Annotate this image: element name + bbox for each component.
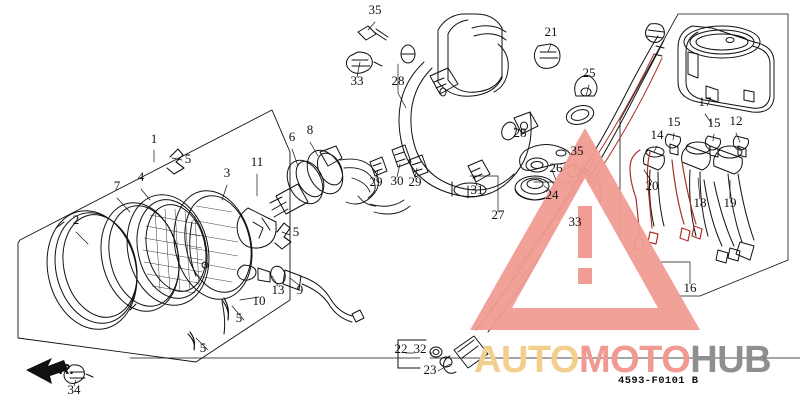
callout-meter-bulb: 15 [668, 114, 681, 129]
drawing-number: 4593-F0101 B [618, 375, 699, 387]
callout-headlight-adjust-screw: 33 [351, 73, 364, 88]
callout-wire-clip: 29 [409, 174, 422, 189]
bulb-socket-part-6-8 [286, 145, 344, 205]
cable-clamp-part-25 [565, 74, 598, 125]
callout-meter-bulb: 15 [708, 115, 721, 130]
headlight-bulb-part-11 [236, 183, 309, 249]
callout-speedometer-cable-group: 22 [395, 341, 408, 356]
callout-indicator-socket: 19 [724, 195, 737, 210]
mount-bolt-part-34 [63, 364, 94, 384]
callout-case-mount-collar: 28 [392, 73, 405, 88]
callout-position-lamp-socket: 9 [297, 282, 304, 297]
callout-mounting-bolt: 34 [68, 382, 82, 397]
callout-steering-stem-nut: 24 [546, 187, 560, 202]
headlight-wiring [339, 158, 411, 215]
callout-steering-stem-washer: 26 [550, 160, 564, 175]
callout-spring-clip: 5 [236, 310, 243, 325]
callout-headlight-case-group: 27 [492, 207, 506, 222]
callout-flange-bolt: 35 [369, 2, 382, 17]
callout-meter-bulb-socket: 14 [651, 127, 665, 142]
callout-spring-clip: 5 [293, 224, 300, 239]
callout-headlight-rim: 2 [73, 212, 80, 227]
callout-meter-bulb: 12 [730, 113, 743, 128]
speedometer-unit-part-17 [677, 25, 775, 113]
callout-spring-clip: 5 [185, 151, 192, 166]
front-direction-marker: FR. [26, 358, 74, 384]
wire-clips-29-30 [369, 144, 429, 178]
callout-flange-bolt: 35 [571, 143, 584, 158]
callout-spring-clip: 5 [200, 340, 207, 355]
callout-wire-band: 30 [391, 173, 404, 188]
callout-position-lamp-bulb: 13 [272, 282, 285, 297]
callout-headlight-bulb-holder: 8 [307, 122, 314, 137]
position-lamp-assembly [221, 264, 365, 335]
callout-meter-sub-harness: 20 [646, 178, 659, 193]
callout-wire-clamp: 31 [471, 182, 484, 197]
speedometer-group-boundary [619, 13, 789, 297]
harness-leads-16 [703, 179, 741, 264]
callout-meter-wire-harness: 16 [684, 280, 698, 295]
callout-cable-seal-ring: 32 [414, 341, 427, 356]
callout-indicator-socket: 18 [694, 195, 707, 210]
callout-wire-lead: 10 [253, 293, 266, 308]
headlight-group-boundary [17, 109, 291, 363]
flange-bolt-part-35 [345, 25, 389, 74]
callout-speedometer-unit: 17 [699, 94, 713, 109]
callout-speedometer-cable: 23 [424, 362, 437, 377]
callout-bulb-socket-retainer: 6 [289, 129, 296, 144]
spring-clip-part-5 [166, 148, 292, 351]
fr-label: FR. [50, 361, 74, 378]
callout-headlight-adjust-screw: 33 [569, 214, 582, 229]
callout-headlight-bulb: 11 [251, 154, 264, 169]
headlight-lens-part-4 [126, 194, 210, 306]
headlight-rim-part-2 [46, 210, 138, 330]
callout-cable-clamp: 25 [583, 65, 596, 80]
callout-lens-gasket: 7 [114, 178, 121, 193]
headlight-case-part-3 [173, 190, 253, 300]
callout-headlight-unit-group-bracket: 1 [151, 131, 158, 146]
cable-end-part-22-23-32 [397, 335, 489, 374]
callout-headlight-lens-unit: 4 [138, 169, 145, 184]
callout-meter-case-cushion: 21 [545, 24, 558, 39]
callout-wire-clip: 29 [370, 174, 383, 189]
callout-case-mount-collar: 28 [514, 125, 527, 140]
callout-headlight-case: 3 [224, 165, 231, 180]
